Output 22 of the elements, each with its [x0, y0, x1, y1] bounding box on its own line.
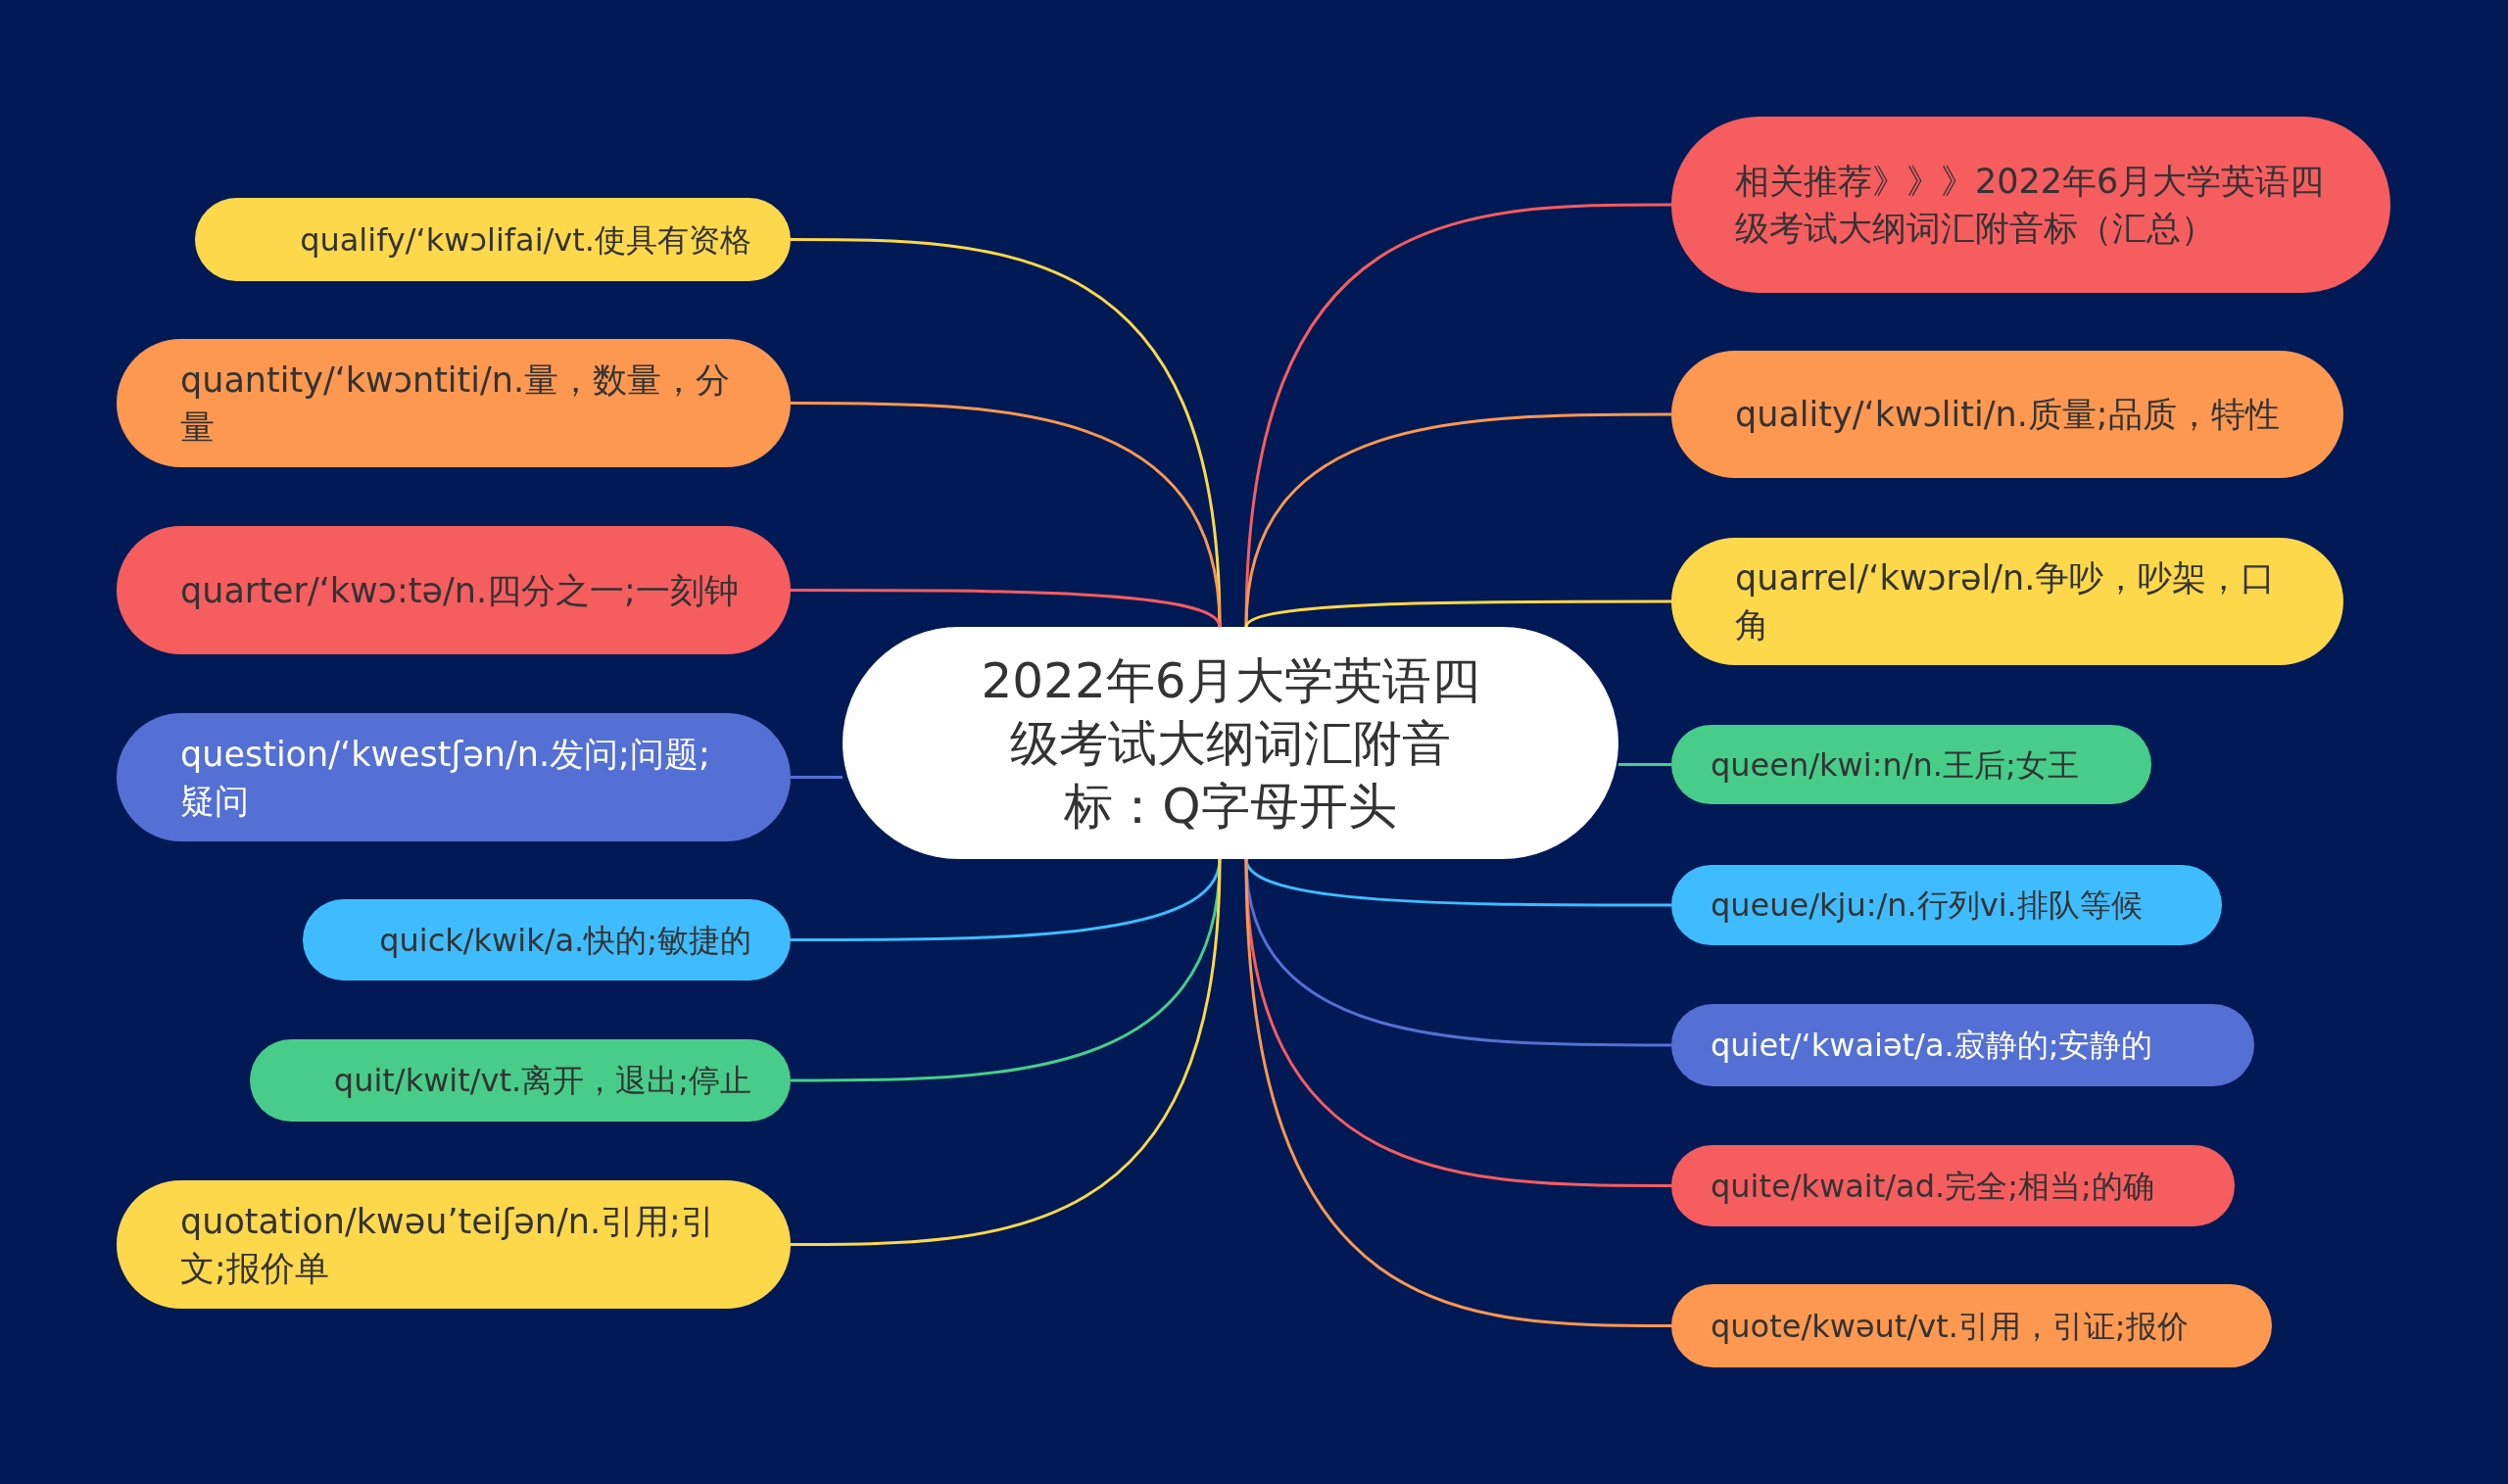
connector-line [1244, 599, 1671, 628]
connector-line [1244, 858, 1671, 1327]
connector-line [1618, 763, 1671, 766]
topic-text: quarter/‘kwɔ:tə/n.四分之一;一刻钟 [180, 569, 739, 612]
topic-text: quite/kwait/ad.完全;相当;的确 [1711, 1166, 2154, 1207]
connector-line [791, 589, 1222, 628]
topic-text: queue/kju:/n.行列vi.排队等候 [1711, 886, 2143, 926]
topic-text: 相关推荐》》》2022年6月大学英语四级考试大纲词汇附音标（汇总） [1735, 161, 2326, 250]
topic-text: quotation/kwəu’teiʃən/n.引用;引文;报价单 [180, 1200, 716, 1290]
topic-text: quantity/‘kwɔntiti/n.量，数量，分量 [180, 359, 732, 449]
topic-text: quality/‘kwɔliti/n.质量;品质，特性 [1735, 394, 2280, 436]
connector-line [791, 776, 843, 779]
topic-text: qualify/‘kwɔlifai/vt.使具有资格 [300, 219, 751, 261]
connector-line [791, 858, 1222, 1246]
topic-text: question/‘kwestʃən/n.发问;问题;疑问 [180, 733, 711, 823]
topic-text: quote/kwəut/vt.引用，引证;报价 [1711, 1306, 2189, 1347]
topic-text: queen/kwi:n/n.王后;女王 [1711, 744, 2079, 786]
topic-text: quit/kwit/vt.离开，退出;停止 [333, 1061, 751, 1101]
central-topic-text: 2022年6月大学英语四级考试大纲词汇附音标：Q字母开头 [980, 650, 1481, 837]
topic-text: quiet/‘kwaiət/a.寂静的;安静的 [1711, 1026, 2153, 1066]
topic-text: quick/kwik/a.快的;敏捷的 [379, 920, 751, 961]
topic-text: quarrel/‘kwɔrəl/n.争吵，吵架，口角 [1735, 557, 2277, 646]
